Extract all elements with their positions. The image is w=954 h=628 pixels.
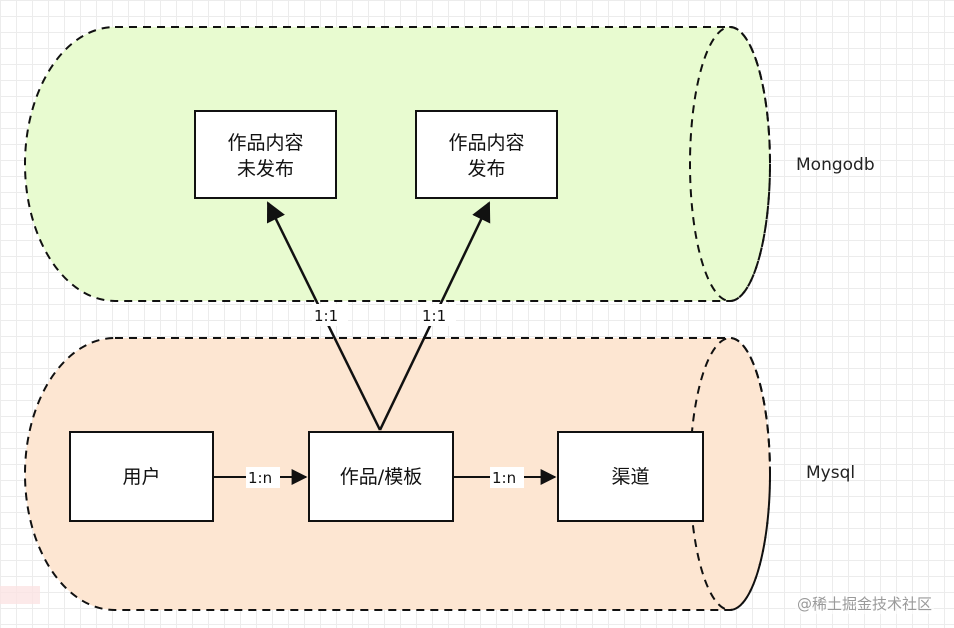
node-unpublished-line2: 未发布: [237, 158, 294, 180]
edge-label-bg-work-channel: [490, 467, 524, 488]
node-published-line1: 作品内容: [448, 132, 524, 154]
edge-label-bg-unpublished: [312, 304, 348, 326]
watermark-text: @稀土掘金技术社区: [794, 593, 934, 614]
node-published: 作品内容 发布: [415, 110, 558, 199]
edge-label-work-published: 1:1: [422, 307, 446, 325]
edge-label-bg-published: [420, 304, 456, 326]
edge-label-bg-user-work: [246, 467, 280, 488]
mongodb-cylinder-body: [24, 26, 771, 302]
mongodb-label: Mongodb: [796, 155, 875, 175]
node-work-label: 作品/模板: [340, 466, 422, 488]
mongodb-container: [24, 26, 771, 302]
node-user-label: 用户: [122, 466, 160, 488]
mysql-label: Mysql: [806, 463, 855, 483]
node-published-line2: 发布: [467, 158, 505, 180]
mongodb-cylinder-end: [689, 26, 771, 302]
edge-label-user-work: 1:n: [248, 469, 272, 487]
node-unpublished-line1: 作品内容: [227, 132, 303, 154]
node-work: 作品/模板: [308, 431, 454, 522]
node-channel: 渠道: [557, 431, 704, 522]
edge-label-work-unpublished: 1:1: [314, 307, 338, 325]
watermark-smudge: [0, 586, 40, 604]
node-unpublished: 作品内容 未发布: [194, 110, 337, 199]
node-channel-label: 渠道: [611, 466, 649, 488]
edge-label-work-channel: 1:n: [492, 469, 516, 487]
node-user: 用户: [69, 431, 214, 522]
